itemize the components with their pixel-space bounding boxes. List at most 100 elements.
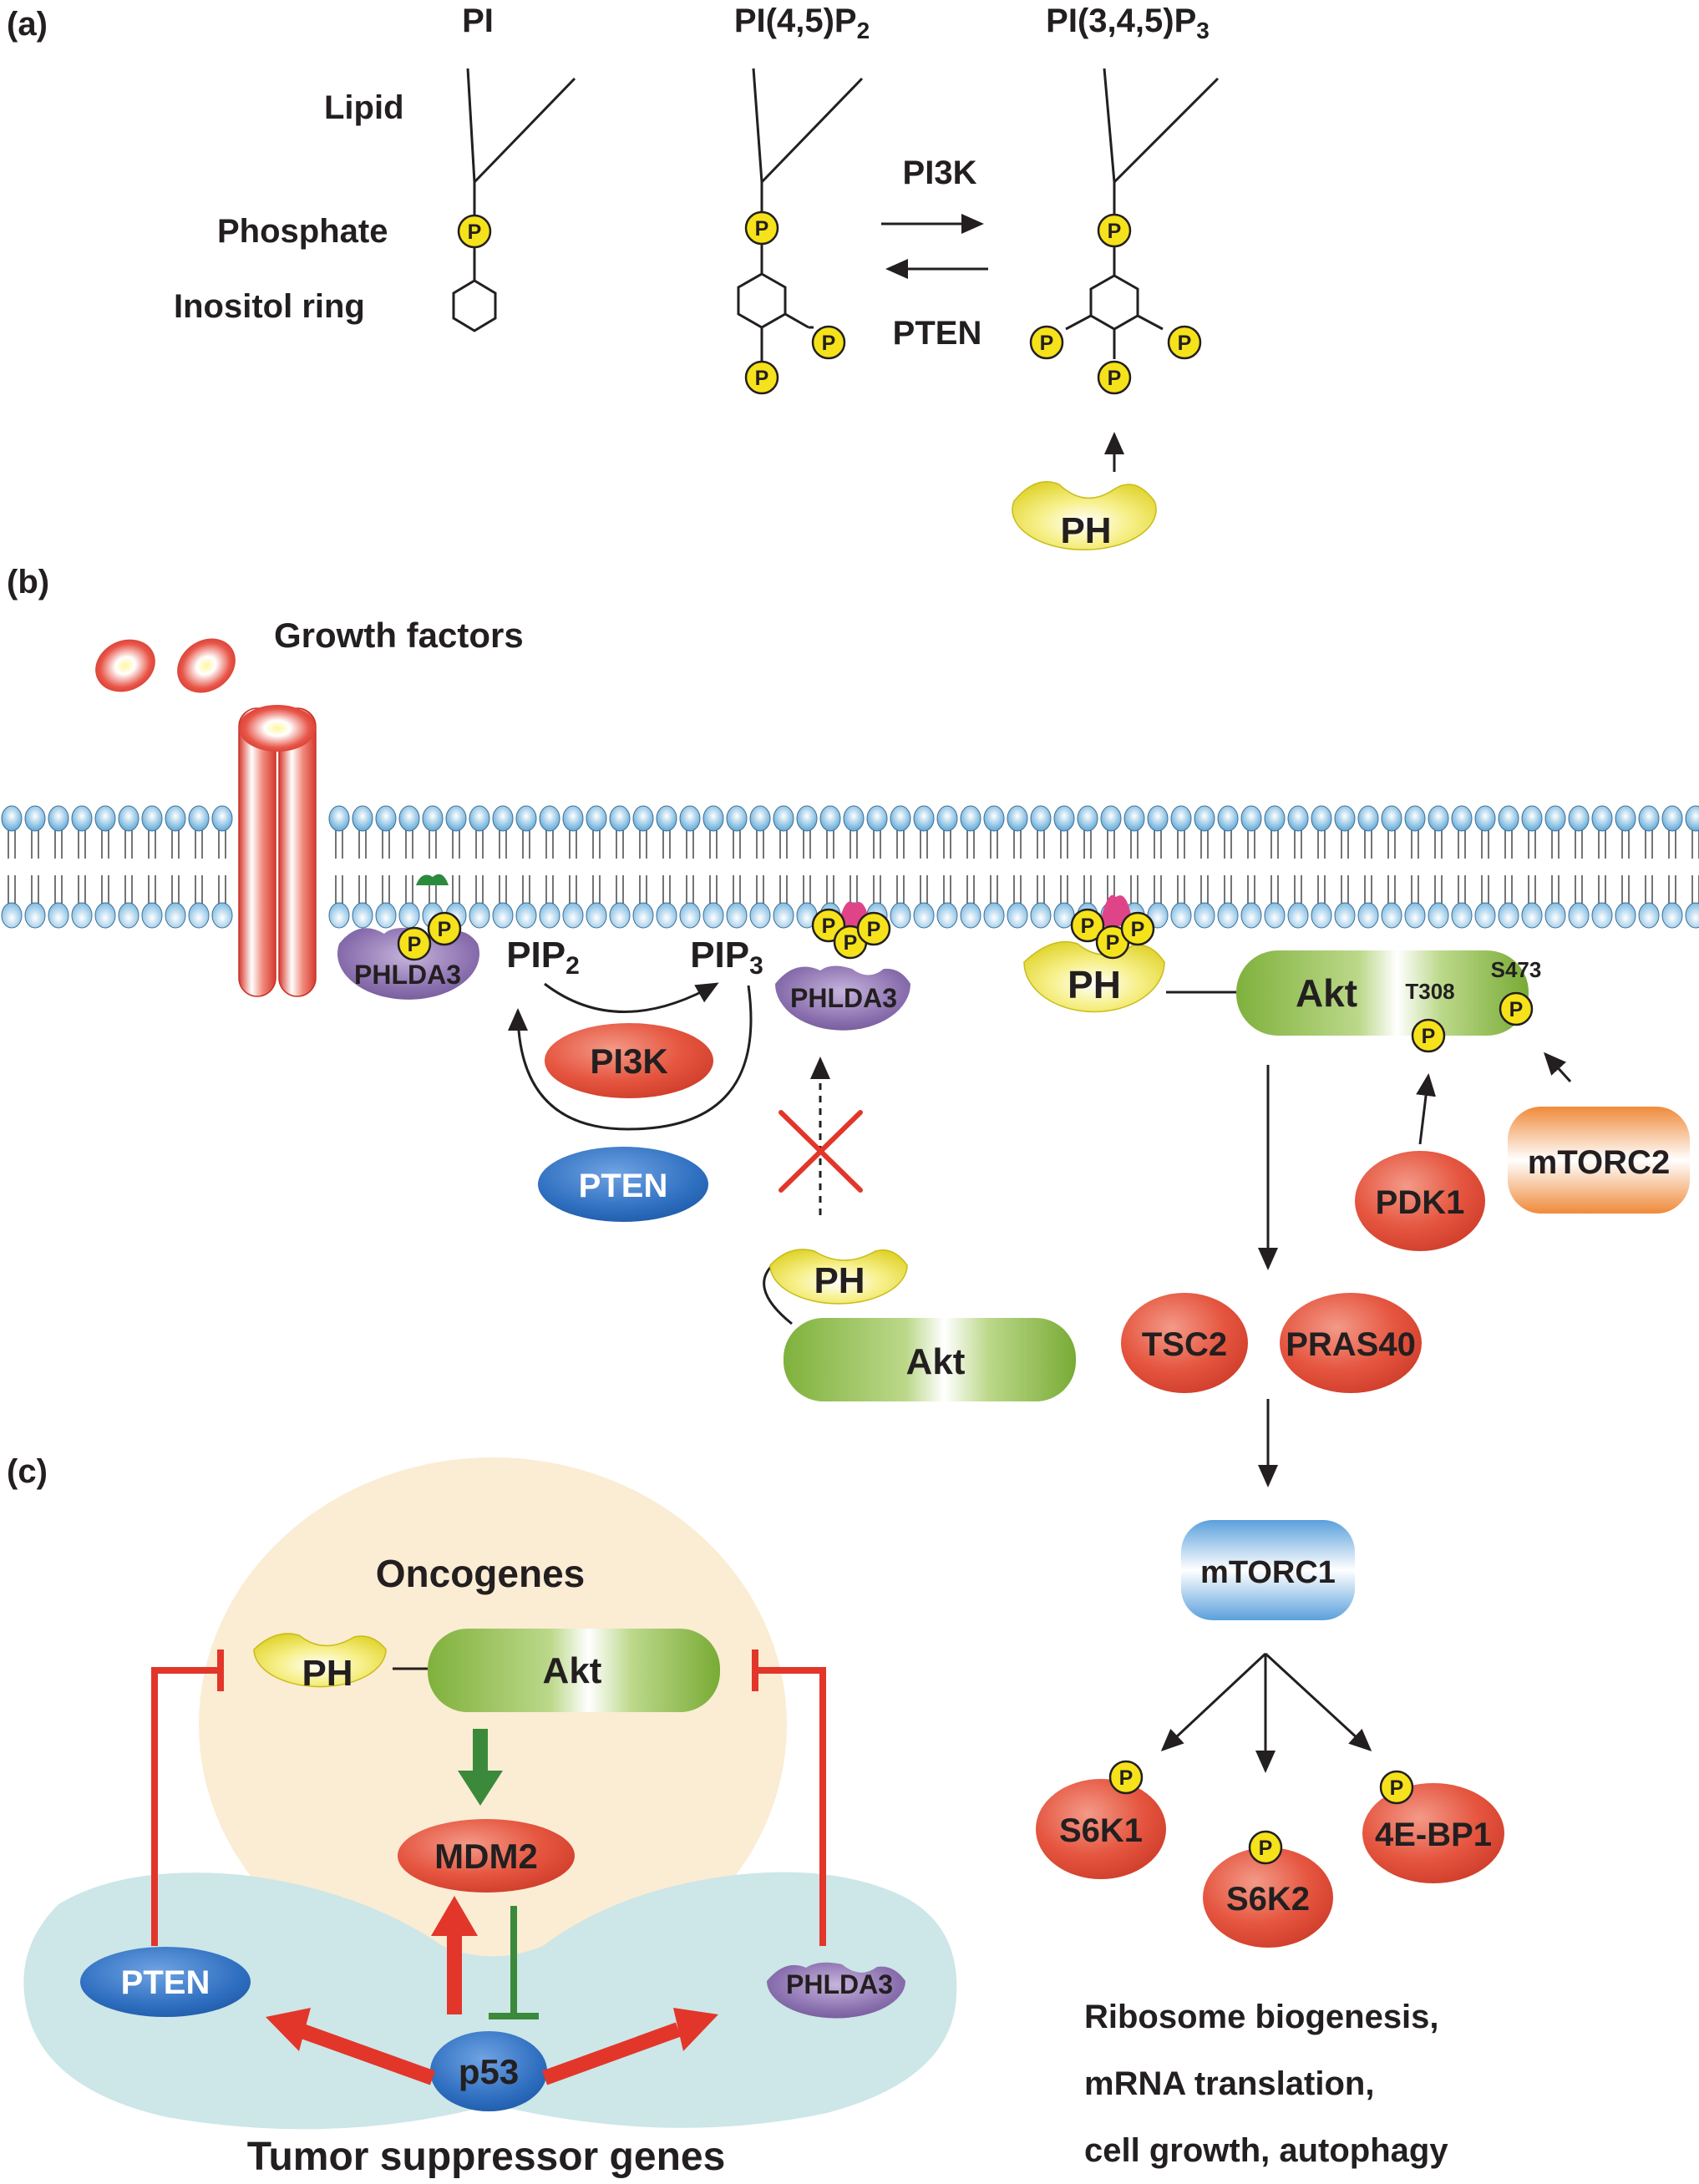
growth-factor-icons	[95, 638, 236, 693]
lipid-tail	[826, 829, 834, 905]
lipid-tail	[920, 829, 928, 905]
lipid-head	[398, 902, 420, 929]
lipid-tail	[1575, 829, 1583, 905]
lipid-head	[1474, 805, 1496, 832]
pten-arrow	[508, 985, 753, 1131]
lipid-head	[539, 805, 560, 832]
lipid-tail	[592, 829, 601, 905]
lipid-head	[141, 805, 163, 832]
phospho-p: P	[822, 915, 836, 938]
phospho-p: P	[1106, 931, 1120, 955]
pip2-molecule	[737, 68, 864, 361]
lipid-tail	[1013, 829, 1022, 905]
lipid-head	[749, 902, 771, 929]
lipid-head	[352, 902, 373, 929]
lipid-head	[1217, 902, 1239, 929]
lipid-tail	[779, 829, 788, 905]
lipid-head	[328, 902, 350, 929]
lipid-tail	[195, 829, 203, 905]
lipid-tail	[966, 829, 975, 905]
lipid-head	[48, 902, 69, 929]
p53-label: p53	[459, 2052, 519, 2091]
lipid-head	[749, 805, 771, 832]
panel-b: (b) Growth factors PHLDA3 P P PIP2	[1, 564, 1699, 2169]
lipid-head	[492, 902, 514, 929]
lipid-tail	[1294, 829, 1302, 905]
lipid-head	[1194, 805, 1215, 832]
lipid-tail	[639, 829, 647, 905]
lipid-tail	[171, 829, 180, 905]
lipid-head	[515, 805, 537, 832]
phospho-p: P	[1081, 915, 1095, 938]
lipid-tail	[1107, 829, 1115, 905]
pi3k-label-a: PI3K	[903, 155, 977, 191]
s473-label: S473	[1491, 957, 1542, 982]
pip2-title: PI(4,5)P2	[734, 3, 870, 43]
lipid-head	[1264, 902, 1286, 929]
lipid-head	[1287, 805, 1309, 832]
lipid-tail	[101, 829, 109, 905]
pdk1-arrow	[1416, 1073, 1437, 1145]
pras40-label: PRAS40	[1286, 1326, 1416, 1363]
lipid-tail	[1668, 829, 1676, 905]
mtorc1-complex: mTORC1	[1181, 1520, 1355, 1620]
pi-molecule	[452, 68, 576, 332]
lipid-tail	[218, 829, 226, 905]
lipid-head	[24, 805, 46, 832]
pras40-protein: PRAS40	[1280, 1293, 1422, 1393]
phlda3-left-phosphates: P P	[397, 911, 462, 961]
lipid-head	[913, 902, 935, 929]
lipid-tail	[1200, 829, 1209, 905]
pten-label-c: PTEN	[121, 1964, 210, 2001]
lipid-head	[726, 805, 748, 832]
lipid-label: Lipid	[324, 89, 404, 126]
lipid-head	[1240, 805, 1262, 832]
lipid-head	[1451, 902, 1473, 929]
pdk1-label: PDK1	[1376, 1184, 1465, 1221]
ph-label-c: PH	[302, 1653, 352, 1694]
lipid-tail	[1621, 829, 1630, 905]
block-cross-icon	[778, 1110, 863, 1193]
lipid-head	[211, 805, 233, 832]
pip3-label: PIP3	[690, 935, 763, 980]
akt-label-c: Akt	[543, 1650, 602, 1691]
lipid-tail	[1551, 829, 1560, 905]
lipid-head	[1311, 902, 1332, 929]
lipid-head	[1521, 902, 1543, 929]
lipid-tail	[1598, 829, 1606, 905]
lipid-tail	[429, 829, 437, 905]
lipid-head	[890, 902, 911, 929]
lipid-head	[492, 805, 514, 832]
pip3-molecule	[1065, 68, 1220, 359]
lipid-tail	[803, 829, 811, 905]
mtorc2-complex: mTORC2	[1508, 1107, 1690, 1214]
pten-protein-c: PTEN	[80, 1947, 251, 2017]
lipid-head	[983, 902, 1005, 929]
lipid-head	[562, 902, 584, 929]
lipid-head	[1357, 902, 1379, 929]
s6k1-label: S6K1	[1059, 1812, 1143, 1849]
p53-induces-pten-arrow	[266, 2008, 436, 2085]
lipid-tail	[335, 829, 343, 905]
mtorc2-label: mTORC2	[1528, 1144, 1670, 1181]
lipid-head	[1007, 805, 1028, 832]
phospho-p: P	[1108, 367, 1122, 390]
lipid-head	[1334, 902, 1356, 929]
phospho-p: P	[1259, 1837, 1273, 1860]
phlda3-right-label: PHLDA3	[790, 983, 897, 1013]
lipid-tail	[1645, 829, 1653, 905]
pten-inhibits-akt-line	[151, 1649, 224, 1946]
lipid-head	[71, 805, 93, 832]
phospho-p: P	[1178, 332, 1192, 355]
phospho-p: P	[1422, 1025, 1436, 1048]
lipid-tail	[522, 829, 530, 905]
lipid-head	[1498, 805, 1519, 832]
lipid-head	[445, 805, 467, 832]
panel-a: (a) PI PI(4,5)P2 PI(3,4,5)P3 Lipid Phosp…	[7, 3, 1220, 551]
bound-ph-akt: PH Akt	[1023, 894, 1529, 1036]
lipid-tail	[1504, 829, 1513, 905]
lipid-head	[1474, 902, 1496, 929]
lipid-head	[983, 805, 1005, 832]
lipid-tail	[1387, 829, 1396, 905]
lipid-head	[1404, 805, 1426, 832]
